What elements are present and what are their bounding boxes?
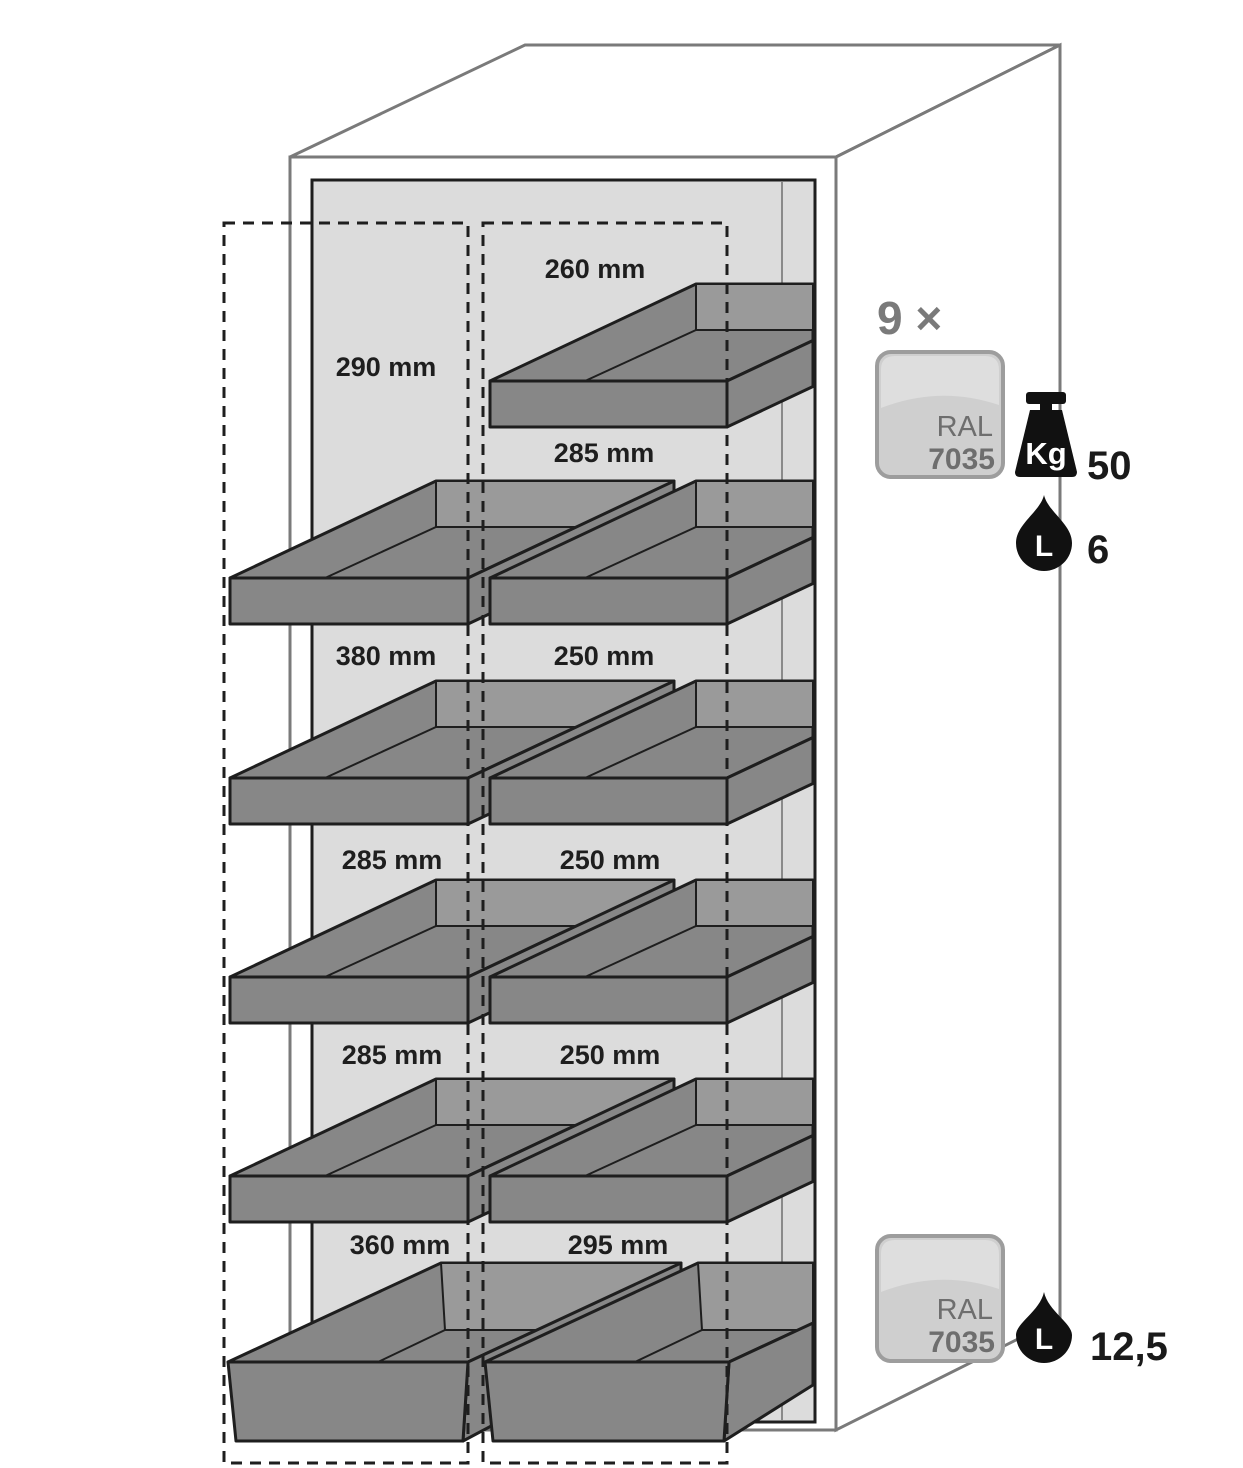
- dim-label-top-left: 290 mm: [336, 352, 437, 382]
- dim-label-row5-left: 285 mm: [342, 1040, 443, 1070]
- tray-row3-right-back: [695, 680, 814, 728]
- tray-row5-right-front: [488, 1174, 729, 1224]
- tray-row2-left-floor-line: [324, 526, 437, 579]
- tray-row2-left-front: [228, 576, 470, 626]
- tray-row5-right: [488, 1077, 815, 1224]
- sump-left-floor-line: [377, 1329, 446, 1363]
- sump-volume-value: 12,5: [1090, 1325, 1168, 1369]
- tray-row2-right-back: [695, 480, 814, 528]
- dim-label-row3-right: 250 mm: [554, 641, 655, 671]
- liquid-drop-icon-sump: L: [1016, 1292, 1072, 1363]
- ral-code-top: 7035: [928, 443, 995, 476]
- ral-color-badge-bottom: RAL 7035: [875, 1234, 1005, 1363]
- tray-row3-right-front: [488, 776, 729, 826]
- dim-label-row6-right: 295 mm: [568, 1230, 669, 1260]
- sump-right-front: [483, 1360, 731, 1443]
- dim-label-row4-right: 250 mm: [560, 845, 661, 875]
- ral-word-top: RAL: [937, 411, 993, 443]
- tray-row3-left-front: [228, 776, 470, 826]
- tray-row4-right-floor-line: [584, 925, 697, 978]
- drawer-pullout-outline: [222, 221, 729, 1465]
- tray-row4-left-front: [228, 975, 470, 1025]
- weight-kg-icon: Kg: [1015, 392, 1077, 477]
- dim-label-row3-left: 380 mm: [336, 641, 437, 671]
- weight-kg-badge: Kg: [1025, 436, 1066, 471]
- tray-row5-left-front: [228, 1174, 470, 1224]
- tray-row2-right-floor-line: [584, 526, 697, 579]
- tray-row5-right-back: [695, 1078, 814, 1126]
- drop-letter: L: [1035, 530, 1053, 563]
- ral-code-bottom: 7035: [928, 1326, 995, 1359]
- liquid-drop-icon: L: [1016, 495, 1072, 571]
- tray-row4-left-floor-line: [324, 925, 437, 978]
- sump-drop-letter: L: [1035, 1323, 1053, 1356]
- drawer-trays: [228, 282, 815, 1224]
- tray-row4-right-front: [488, 975, 729, 1025]
- tray-row4-right-back: [695, 879, 814, 927]
- dim-label-row4-left: 285 mm: [342, 845, 443, 875]
- sump-right-back: [697, 1262, 814, 1331]
- tray-row3-left-floor-line: [324, 726, 437, 779]
- drawer-count-label: 9 ×: [877, 292, 942, 344]
- ral-word-bottom: RAL: [937, 1294, 993, 1326]
- tray-row1-right-front: [488, 379, 729, 429]
- tray-row1-right: [488, 282, 815, 429]
- tray-row5-right-floor-line: [584, 1124, 697, 1177]
- tray-row4-right: [488, 878, 815, 1025]
- dim-label-top-right: 260 mm: [545, 254, 646, 284]
- tray-row5-left-floor-line: [324, 1124, 437, 1177]
- tray-row2-right-front: [488, 576, 729, 626]
- tray-row3-right-floor-line: [584, 726, 697, 779]
- sump-left-front: [226, 1360, 470, 1443]
- tray-row1-right-floor-line: [584, 329, 697, 382]
- sump-right-floor-line: [634, 1329, 703, 1363]
- dimension-labels: 260 mm 290 mm 285 mm 380 mm 250 mm 285 m…: [336, 254, 669, 1260]
- dim-label-row6-left: 360 mm: [350, 1230, 451, 1260]
- load-capacity-value: 50: [1087, 444, 1132, 488]
- tray-row3-right: [488, 679, 815, 826]
- dim-label-row5-right: 250 mm: [560, 1040, 661, 1070]
- ral-color-badge-top: RAL 7035: [875, 350, 1005, 479]
- tray-volume-value: 6: [1087, 528, 1109, 572]
- dim-label-row2-right: 285 mm: [554, 438, 655, 468]
- tray-row1-right-back: [695, 283, 814, 331]
